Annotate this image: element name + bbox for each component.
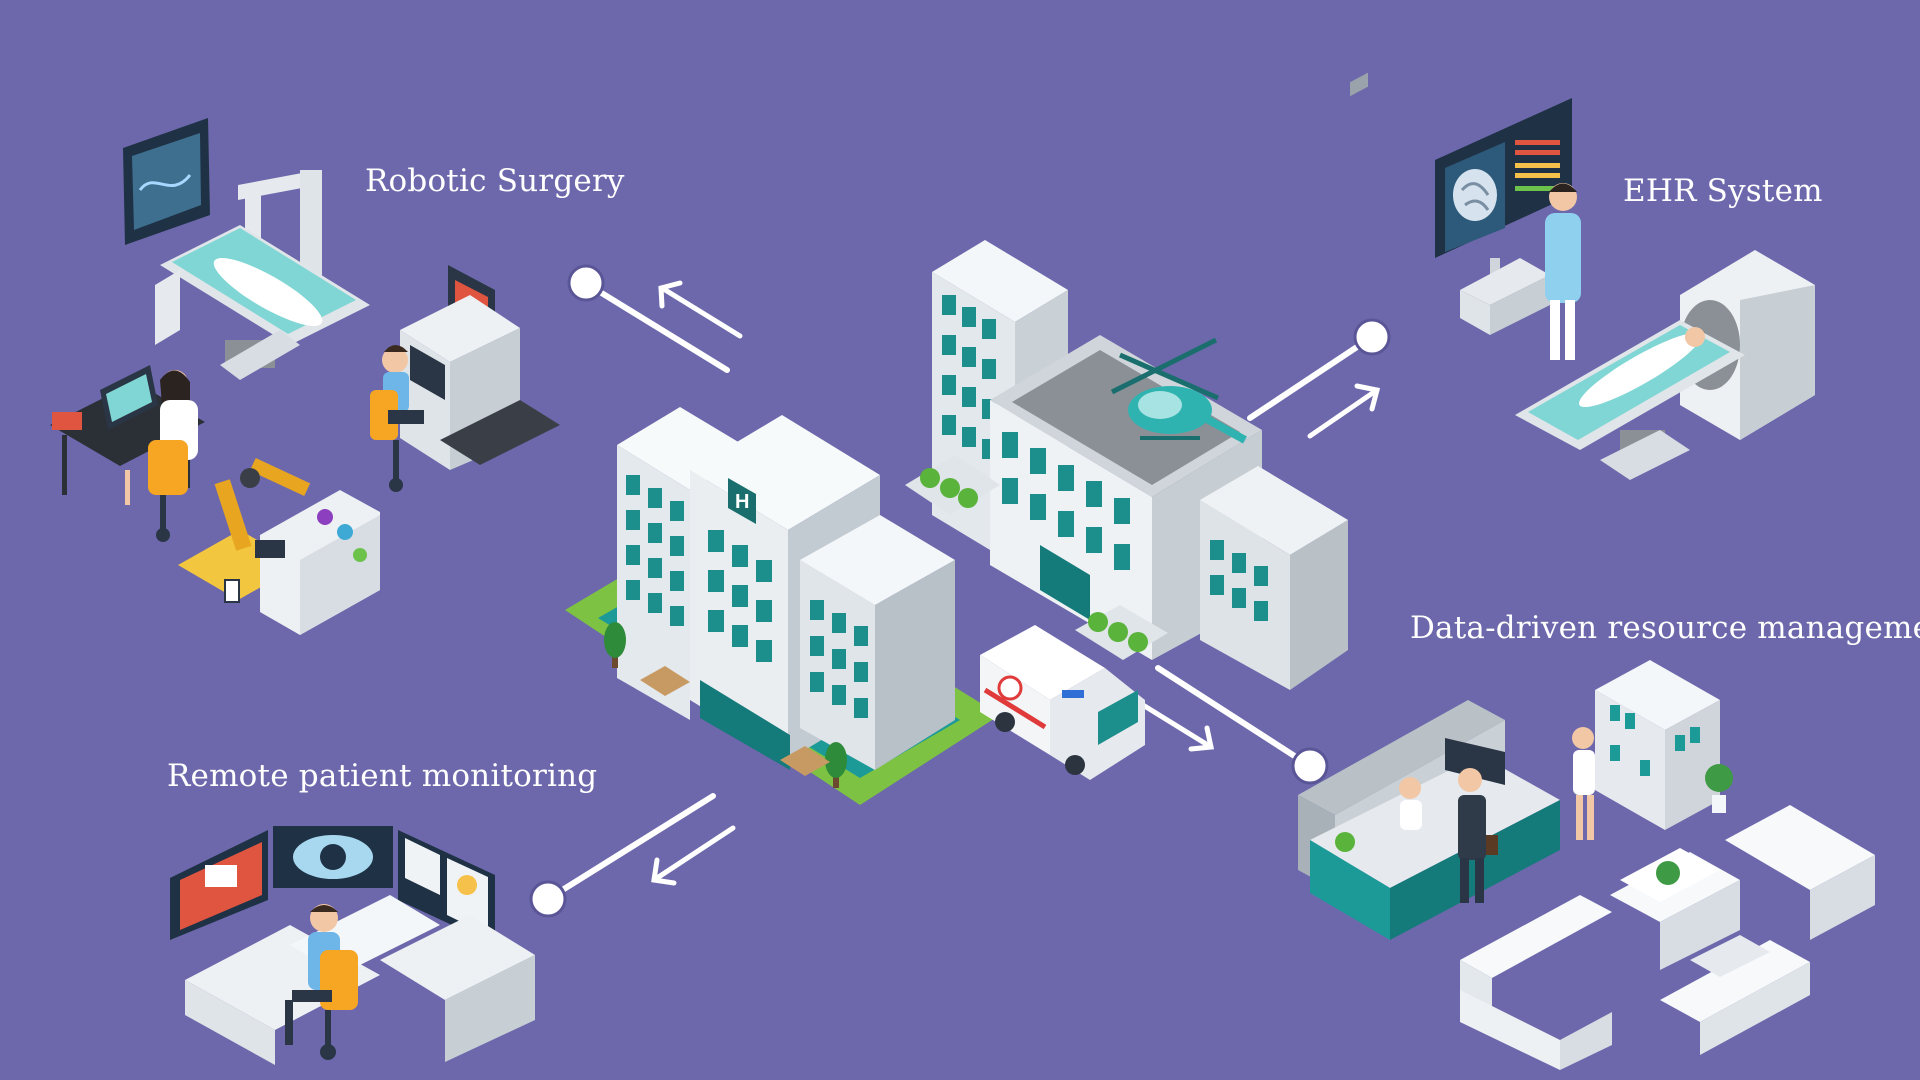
lab-robot-arm-icon [178, 457, 380, 635]
surgeon-console-icon [370, 265, 560, 492]
arrow-icon [1307, 383, 1381, 439]
reception-desk-icon [1310, 727, 1595, 940]
ehr-monitor-icon [1435, 98, 1581, 360]
mri-scanner-icon [1515, 250, 1815, 480]
connector-robotic-surgery [567, 264, 743, 373]
label-ehr-system: EHR System [1623, 173, 1823, 209]
arrow-icon [658, 280, 743, 339]
bench-icon [640, 666, 690, 696]
tree-icon [825, 742, 847, 788]
connector-resource-management [1127, 665, 1329, 785]
hospital-sign: H [728, 478, 756, 524]
surgical-robot-icon [123, 118, 370, 380]
medicine-shelf-icon [1595, 660, 1733, 830]
lounge-sofa-icon [1460, 805, 1875, 1070]
connector-ehr-system [1247, 318, 1391, 439]
label-robotic-surgery: Robotic Surgery [365, 163, 625, 199]
label-remote-monitoring: Remote patient monitoring [167, 758, 598, 794]
main-hospital-building: H [617, 407, 955, 770]
ambulance-icon [980, 625, 1145, 780]
connector-remote-monitoring [529, 793, 736, 918]
planter [905, 455, 1000, 515]
remote-monitoring-console-icon [170, 826, 535, 1065]
arrow-icon [651, 825, 736, 886]
label-resource-management: Data-driven resource management [1410, 610, 1920, 646]
svg-text:H: H [735, 491, 749, 513]
helicopter-icon [1110, 337, 1247, 444]
lab-researcher-desk-icon [50, 365, 205, 542]
planter [1075, 605, 1168, 660]
tree-icon [604, 622, 626, 668]
bench-icon [780, 746, 830, 776]
surgery-monitor [123, 118, 210, 245]
hospital-building-icon: H [565, 240, 1348, 805]
heliport-building [990, 335, 1348, 690]
